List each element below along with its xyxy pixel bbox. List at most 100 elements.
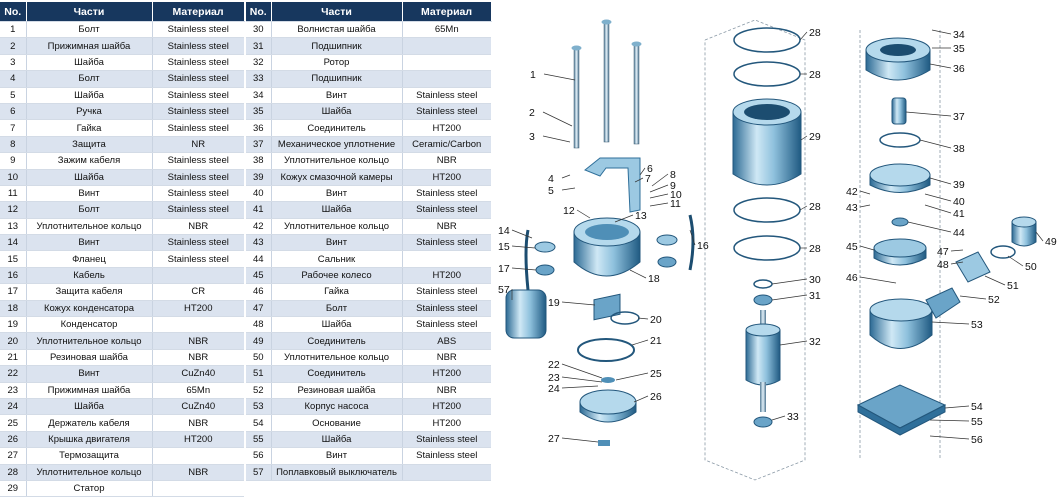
callout-label-21: 21 xyxy=(650,335,662,347)
cell-no: 6 xyxy=(0,103,26,121)
callout-leader-4 xyxy=(561,174,571,179)
cell-no: 54 xyxy=(246,414,271,432)
cell-no: 22 xyxy=(0,365,26,383)
float-switch xyxy=(505,289,547,339)
callout-label-45: 45 xyxy=(846,241,858,253)
cell-part: Болт xyxy=(25,201,152,219)
o-ring-28-top xyxy=(733,27,801,53)
cell-part: Шайба xyxy=(270,201,402,219)
cell-no: 44 xyxy=(246,250,271,268)
callout-label-22: 22 xyxy=(548,359,560,371)
pump-housing xyxy=(869,287,961,349)
o-ring-38 xyxy=(879,132,921,148)
cell-part: Корпус насоса xyxy=(270,398,402,416)
thermal-protector xyxy=(598,440,610,446)
cell-part: Ротор xyxy=(270,54,402,72)
callout-label-38: 38 xyxy=(953,143,965,155)
callout-label-54: 54 xyxy=(971,401,983,413)
cell-material: Stainless steel xyxy=(401,201,491,219)
cell-material: Stainless steel xyxy=(401,283,491,301)
cell-material xyxy=(151,447,244,465)
cell-no: 23 xyxy=(0,382,26,399)
bearing-33 xyxy=(753,416,773,428)
callout-leader-1 xyxy=(543,73,576,81)
callout-label-25: 25 xyxy=(650,368,662,380)
cell-part: Прижимная шайба xyxy=(25,37,152,55)
callout-leader-9 xyxy=(649,184,669,193)
cell-no: 52 xyxy=(246,382,271,399)
callout-leader-18 xyxy=(629,269,647,279)
cell-material: NBR xyxy=(151,218,244,236)
cable-flange xyxy=(534,234,678,276)
cell-no: 2 xyxy=(0,37,26,55)
cell-no: 55 xyxy=(246,431,271,449)
o-ring-28-bottom xyxy=(733,235,801,261)
cell-part: Болт xyxy=(25,21,152,39)
cell-no: 18 xyxy=(0,300,26,318)
callout-leader-17 xyxy=(511,267,537,271)
cell-part: Винт xyxy=(270,234,402,252)
cell-material: Stainless steel xyxy=(151,70,244,88)
callout-leader-55 xyxy=(929,419,970,422)
callout-label-48: 48 xyxy=(937,259,949,271)
callout-leader-23 xyxy=(561,376,603,383)
cell-part: Защита xyxy=(25,136,152,154)
cell-no: 51 xyxy=(246,365,271,383)
cell-part: Подшипник xyxy=(270,70,402,88)
cell-material: HT200 xyxy=(401,365,491,383)
cell-part: Болт xyxy=(25,70,152,88)
cell-material: NBR xyxy=(401,152,491,170)
callout-label-55: 55 xyxy=(971,416,983,428)
callout-label-9: 9 xyxy=(670,180,676,192)
cell-material: NBR xyxy=(151,332,244,350)
cell-material: Stainless steel xyxy=(151,21,244,39)
cell-part: Шайба xyxy=(25,87,152,104)
callout-label-30: 30 xyxy=(809,274,821,286)
callout-label-46: 46 xyxy=(846,272,858,284)
cell-no: 56 xyxy=(246,447,271,465)
rubber-washer-21 xyxy=(577,338,635,362)
callout-label-56: 56 xyxy=(971,434,983,446)
cell-material: 65Mn xyxy=(401,21,491,39)
callout-label-49: 49 xyxy=(1045,236,1057,248)
header-no: No. xyxy=(0,2,27,22)
callout-label-40: 40 xyxy=(953,196,965,208)
cable-part xyxy=(524,229,530,291)
callout-leader-53 xyxy=(931,321,970,325)
callout-label-37: 37 xyxy=(953,111,965,123)
callout-label-20: 20 xyxy=(650,314,662,326)
callout-leader-41 xyxy=(924,204,952,214)
cell-no: 24 xyxy=(0,398,26,416)
callout-leader-15 xyxy=(511,245,536,249)
cell-part: Резиновая шайба xyxy=(270,382,402,399)
table-header-row: No. Части Материал xyxy=(246,2,492,22)
cell-part: Уплотнительное кольцо xyxy=(270,218,402,236)
cell-part: Гайка xyxy=(25,119,152,137)
cell-part: Кожух конденсатора xyxy=(25,300,152,318)
callout-leader-43 xyxy=(859,204,871,208)
callout-leader-48 xyxy=(950,261,964,265)
cell-material: Stainless steel xyxy=(151,169,244,186)
cell-material xyxy=(401,54,491,72)
callout-leader-16 xyxy=(689,229,696,246)
callout-label-7: 7 xyxy=(645,173,651,185)
callout-leader-47 xyxy=(950,249,964,252)
cell-material: Ceramic/Carbon xyxy=(401,136,491,154)
bearing-31 xyxy=(753,294,773,306)
cell-material: Stainless steel xyxy=(151,103,244,121)
cell-part: Винт xyxy=(270,447,402,465)
